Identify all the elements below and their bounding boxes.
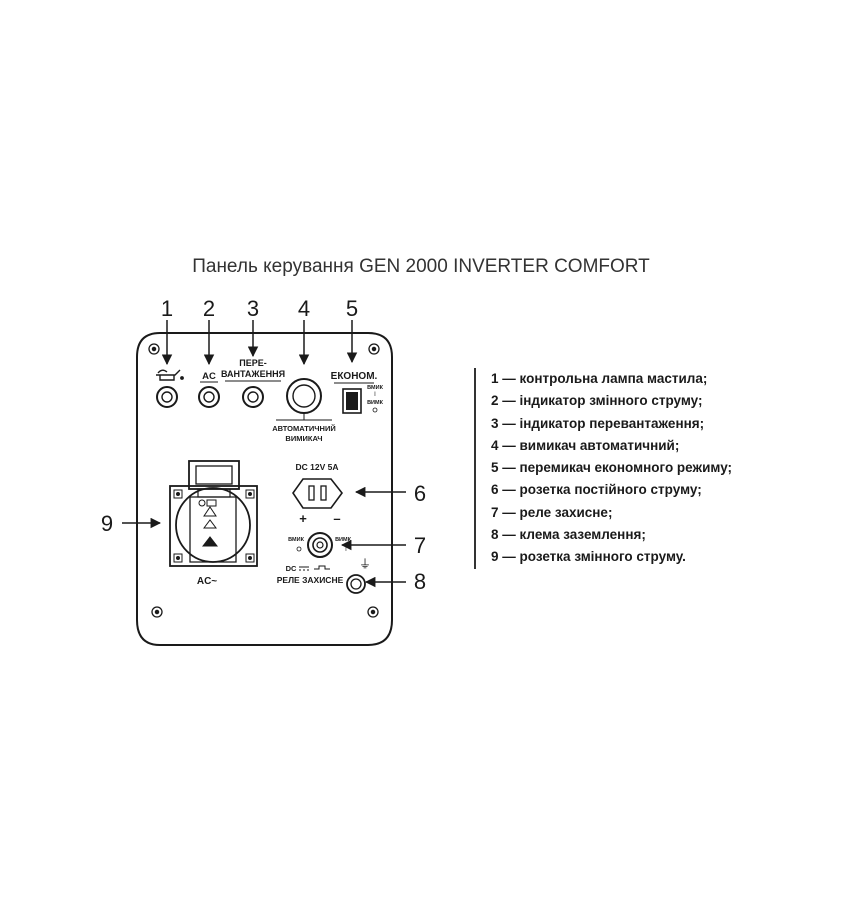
legend-item-8: 8 — клема заземлення;	[491, 527, 646, 543]
dc-socket[interactable]	[292, 478, 344, 509]
relay-on-label: ВМИК	[288, 537, 305, 543]
breaker-label-line2: ВИМИКАЧ	[285, 434, 322, 443]
socket-warning-icon	[198, 499, 219, 547]
callout-1: 1	[161, 296, 173, 321]
legend-item-7: 7 — реле захисне;	[491, 504, 613, 520]
legend-item-4: 4 — вимикач автоматичний;	[491, 437, 680, 453]
legend-item-2: 2 — індикатор змінного струму;	[491, 393, 703, 409]
dc-rating-label: DC 12V 5A	[296, 462, 339, 472]
breaker-label-line1: АВТОМАТИЧНИЙ	[272, 424, 336, 433]
ac-indicator-label: AC	[202, 371, 216, 382]
legend-item-3: 3 — індикатор перевантаження;	[491, 415, 705, 431]
legend-item-6: 6 — розетка постійного струму;	[491, 482, 702, 498]
dc-symbol-icon	[299, 566, 309, 571]
callout-7: 7	[414, 533, 426, 558]
overload-indicator-lamp	[242, 386, 264, 408]
ground-icon: ⏚	[359, 557, 371, 571]
relay-off-mark: I	[345, 547, 347, 553]
circuit-breaker-button[interactable]	[286, 378, 322, 414]
legend-item-1: 1 — контрольна лампа мастила;	[491, 371, 708, 386]
callout-9: 9	[101, 511, 113, 536]
relay-symbol-icon	[314, 565, 330, 570]
relay-on-mark	[296, 546, 302, 552]
econom-on-mark: I	[374, 392, 376, 398]
econom-off-mark	[372, 407, 378, 413]
callout-2: 2	[203, 296, 215, 321]
protective-relay-button[interactable]	[307, 532, 333, 558]
ac-socket-label: AC~	[197, 576, 217, 587]
oil-can-icon	[156, 369, 184, 381]
ac-indicator-lamp	[198, 386, 220, 408]
callout-5: 5	[346, 296, 358, 321]
panel-outline	[136, 332, 393, 646]
econom-on-label: ВМИК	[367, 385, 384, 391]
ac-socket[interactable]	[169, 460, 258, 567]
callout-8: 8	[414, 569, 426, 594]
dc-minus-label: –	[333, 511, 340, 526]
legend-item-5: 5 — перемикач економного режиму;	[491, 460, 733, 476]
panel-screw	[148, 343, 380, 618]
callout-4: 4	[298, 296, 310, 321]
econom-off-label: ВИМК	[367, 400, 384, 406]
oil-warning-lamp	[156, 386, 178, 408]
econom-label: ЕКОНОМ.	[331, 371, 378, 382]
callout-arrows	[122, 320, 406, 588]
callout-3: 3	[247, 296, 259, 321]
ground-terminal[interactable]	[346, 574, 366, 594]
overload-label-line1: ПЕРЕ-	[239, 358, 266, 368]
overload-label-line2: ВАНТАЖЕННЯ	[221, 369, 285, 379]
diagram-title: Панель керування GEN 2000 INVERTER COMFO…	[192, 256, 650, 277]
legend: 1 — контрольна лампа мастила; 2 — індика…	[474, 368, 732, 569]
relay-label: РЕЛЕ ЗАХИСНЕ	[277, 575, 344, 585]
legend-item-9: 9 — розетка змінного струму.	[491, 549, 686, 565]
relay-off-label: ВИМК	[335, 537, 352, 543]
economy-mode-switch[interactable]	[342, 388, 362, 414]
callout-6: 6	[414, 481, 426, 506]
dc-plus-label: +	[299, 511, 307, 526]
relay-dc-label: DC	[286, 564, 297, 573]
